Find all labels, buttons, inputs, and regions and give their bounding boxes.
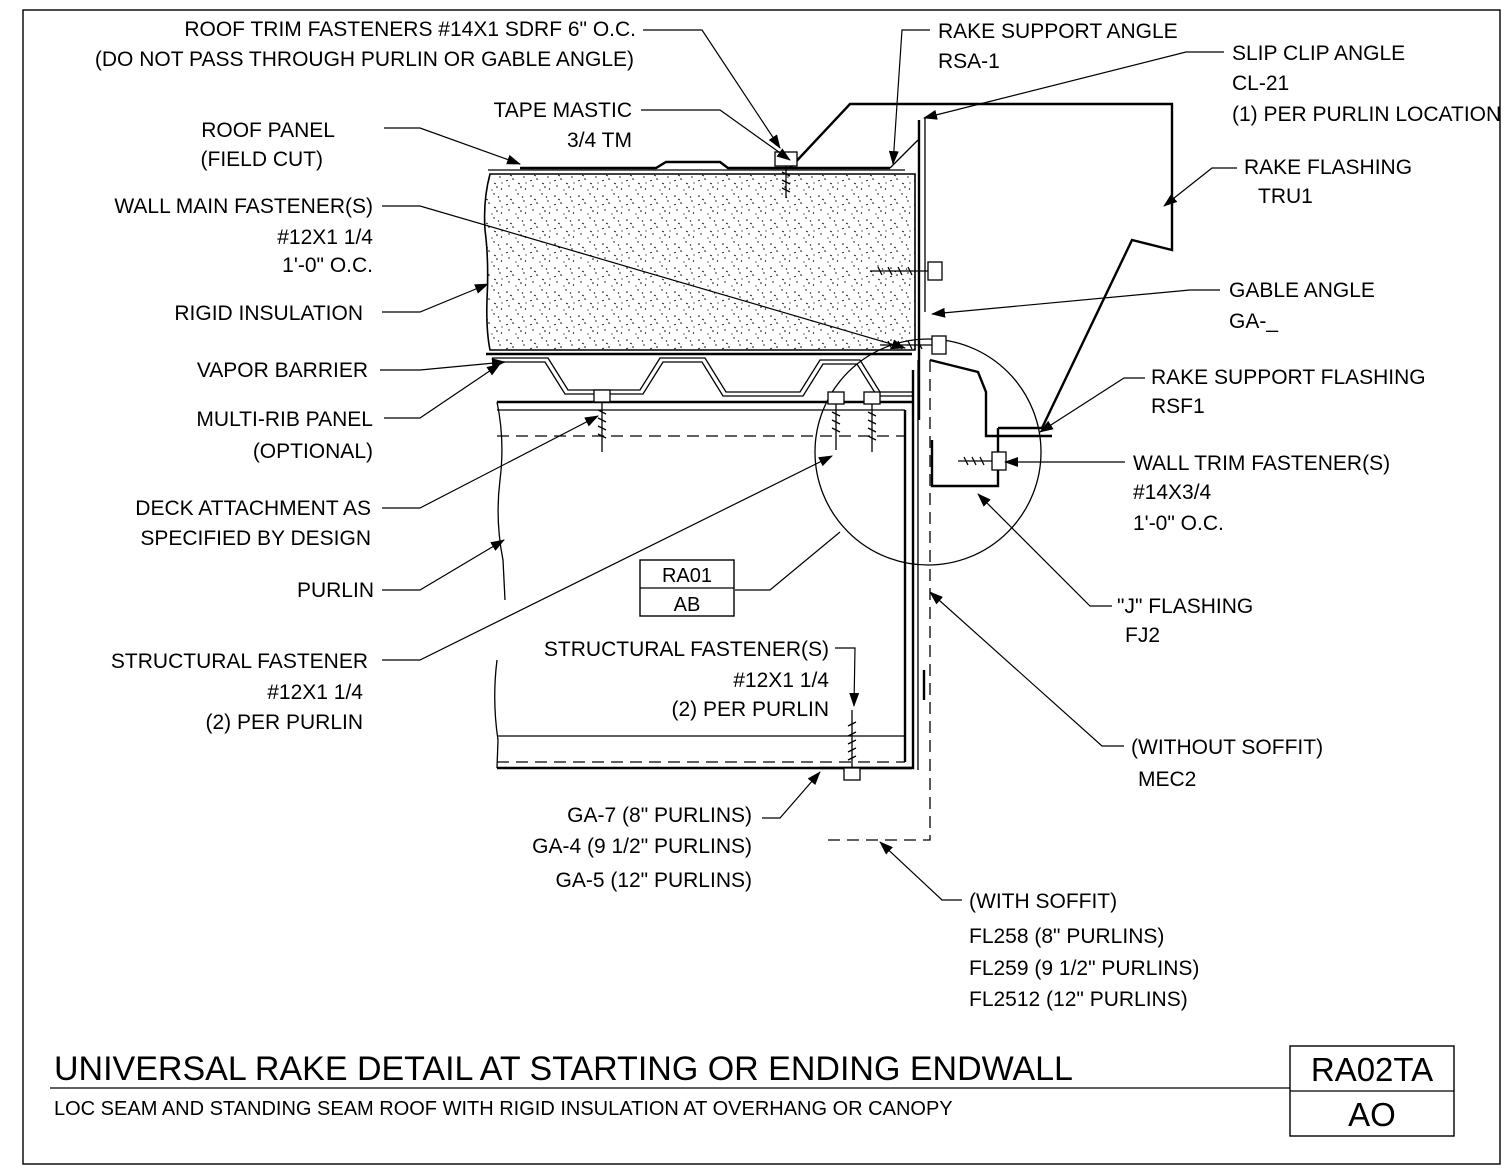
structural-fastener-lower: [843, 710, 861, 781]
label-multi-rib-panel-1: MULTI-RIB PANEL: [196, 408, 373, 431]
drawing-code: AO: [1348, 1096, 1396, 1133]
label-slip-clip-angle-2: CL-21: [1232, 72, 1289, 95]
label-structural-fasteners-lower-3: (2) PER PURLIN: [671, 698, 829, 721]
label-wall-main-fasteners-3: 1'-0" O.C.: [282, 254, 373, 277]
label-purlin: PURLIN: [297, 579, 374, 602]
detail-callout-circle: [814, 338, 1042, 566]
label-j-flashing-1: "J" FLASHING: [1117, 595, 1253, 618]
label-wall-trim-fasteners-1: WALL TRIM FASTENER(S): [1133, 452, 1390, 475]
wall-trim-fastener: [958, 451, 1007, 471]
multi-rib-panel: [492, 357, 912, 393]
label-vapor-barrier: VAPOR BARRIER: [197, 359, 368, 382]
label-tape-mastic-1: TAPE MASTIC: [494, 99, 632, 122]
label-rake-support-angle-1: RAKE SUPPORT ANGLE: [938, 20, 1178, 43]
rigid-insulation: [483, 173, 916, 351]
label-wall-main-fasteners-1: WALL MAIN FASTENER(S): [114, 195, 373, 218]
reference-tag-top: RA01: [662, 565, 712, 587]
label-gable-angle-1: GABLE ANGLE: [1229, 279, 1375, 302]
label-without-soffit-2: MEC2: [1138, 768, 1196, 791]
label-structural-fastener-1: STRUCTURAL FASTENER: [111, 650, 368, 673]
title-block: UNIVERSAL RAKE DETAIL AT STARTING OR END…: [50, 1045, 1455, 1137]
label-deck-attachment-1: DECK ATTACHMENT AS: [135, 497, 371, 520]
label-rigid-insulation: RIGID INSULATION: [174, 302, 363, 325]
label-rake-flashing-2: TRU1: [1258, 185, 1313, 208]
label-rake-support-flashing-1: RAKE SUPPORT FLASHING: [1151, 366, 1426, 389]
label-rake-support-angle-2: RSA-1: [938, 50, 1000, 73]
label-gable-angle-size-2: GA-4 (9 1/2" PURLINS): [532, 835, 752, 858]
label-rake-support-flashing-2: RSF1: [1151, 395, 1205, 418]
soffit-dashed: [822, 360, 931, 841]
label-rake-flashing-1: RAKE FLASHING: [1244, 156, 1412, 179]
multi-rib-panel-inner: [492, 361, 912, 397]
leader-lines: [380, 29, 1237, 901]
structural-fastener-pair: [827, 391, 881, 452]
label-structural-fastener-3: (2) PER PURLIN: [205, 711, 363, 734]
label-roof-trim-fasteners-2: (DO NOT PASS THROUGH PURLIN OR GABLE ANG…: [95, 48, 634, 71]
label-gable-angle-size-3: GA-5 (12" PURLINS): [555, 869, 752, 892]
sheet-border: [22, 9, 1501, 1165]
label-roof-panel-1: ROOF PANEL: [201, 119, 335, 142]
deck-attachment-fastener: [593, 389, 611, 452]
label-multi-rib-panel-2: (OPTIONAL): [253, 440, 373, 463]
label-structural-fasteners-lower-1: STRUCTURAL FASTENER(S): [544, 638, 829, 661]
drawing-title: UNIVERSAL RAKE DETAIL AT STARTING OR END…: [54, 1050, 1073, 1088]
label-wall-trim-fasteners-3: 1'-0" O.C.: [1133, 512, 1224, 535]
label-with-soffit-2: FL258 (8" PURLINS): [969, 925, 1164, 948]
drawing-number: RA02TA: [1311, 1051, 1433, 1088]
rake-section-drawing: [483, 102, 1174, 841]
label-deck-attachment-2: SPECIFIED BY DESIGN: [140, 527, 371, 550]
label-tape-mastic-2: 3/4 TM: [567, 129, 632, 152]
label-gable-angle-2: GA-_: [1229, 310, 1278, 333]
purlin-break-line-lower: [494, 659, 499, 769]
label-wall-main-fasteners-2: #12X1 1/4: [277, 226, 373, 249]
label-with-soffit-3: FL259 (9 1/2" PURLINS): [969, 957, 1199, 980]
label-roof-trim-fasteners-1: ROOF TRIM FASTENERS #14X1 SDRF 6" O.C.: [184, 18, 636, 41]
label-with-soffit-4: FL2512 (12" PURLINS): [969, 988, 1188, 1011]
label-j-flashing-2: FJ2: [1125, 624, 1160, 647]
roof-panel: [520, 160, 890, 170]
label-wall-trim-fasteners-2: #14X3/4: [1133, 481, 1212, 504]
reference-tag: RA01 AB: [639, 559, 735, 617]
label-slip-clip-angle-3: (1) PER PURLIN LOCATION: [1232, 103, 1501, 126]
label-gable-angle-size-1: GA-7 (8" PURLINS): [567, 804, 752, 827]
reference-tag-bottom: AB: [674, 594, 701, 616]
label-structural-fasteners-lower-2: #12X1 1/4: [733, 669, 829, 692]
wall-main-fastener-upper: [870, 261, 943, 281]
label-roof-panel-2: (FIELD CUT): [201, 148, 324, 171]
drawing-subtitle: LOC SEAM AND STANDING SEAM ROOF WITH RIG…: [54, 1098, 953, 1120]
label-slip-clip-angle-1: SLIP CLIP ANGLE: [1232, 42, 1405, 65]
label-structural-fastener-2: #12X1 1/4: [267, 681, 363, 704]
rake-support-flashing: [929, 358, 1052, 438]
label-without-soffit-1: (WITHOUT SOFFIT): [1131, 736, 1323, 759]
purlin-break-line: [496, 401, 506, 601]
label-with-soffit-1: (WITH SOFFIT): [969, 890, 1117, 913]
